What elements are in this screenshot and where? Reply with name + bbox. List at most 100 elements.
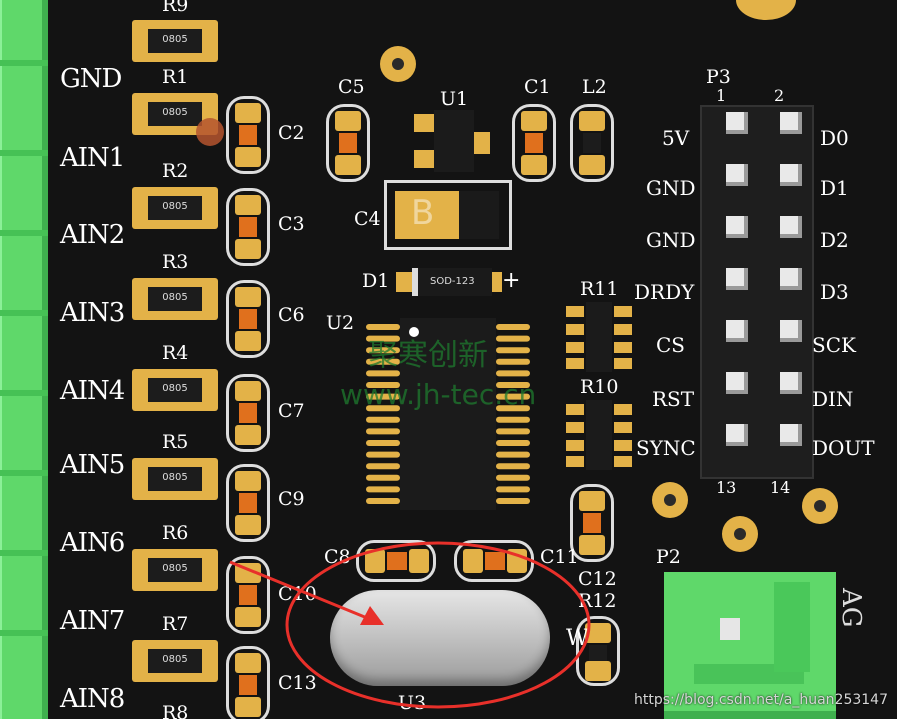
ref-r6: R6 xyxy=(162,522,189,544)
u2-leg xyxy=(496,428,530,435)
arrow-line xyxy=(229,560,373,622)
u2-leg xyxy=(496,440,530,446)
via-1 xyxy=(652,482,688,518)
u2-leg xyxy=(366,370,400,377)
u2-leg xyxy=(366,393,400,400)
via-top xyxy=(380,46,416,82)
header-pin xyxy=(726,216,748,238)
u2-leg xyxy=(496,324,530,330)
u2-leg xyxy=(496,416,530,423)
ref-p3: P3 xyxy=(706,66,731,88)
u2-leg xyxy=(366,382,400,388)
pin-label-l4: DRDY xyxy=(634,280,695,304)
u2-leg xyxy=(496,347,530,354)
ref-c1: C1 xyxy=(524,76,551,98)
u2-leg xyxy=(496,498,530,504)
u2-leg xyxy=(366,428,400,435)
header-pin xyxy=(780,424,802,446)
header-pin xyxy=(726,320,748,342)
u2-leg xyxy=(496,474,530,481)
u2-leg xyxy=(366,474,400,481)
via-3 xyxy=(802,488,838,524)
cap-c5 xyxy=(326,104,370,182)
ref-c9: C9 xyxy=(278,488,305,510)
ref-r3: R3 xyxy=(162,251,189,273)
ic-u1 xyxy=(434,110,474,172)
label-ain1: AIN1 xyxy=(60,143,125,173)
u2-leg xyxy=(496,335,530,342)
ref-c6: C6 xyxy=(278,304,305,326)
pin-label-r3: D2 xyxy=(820,228,849,252)
u2-leg xyxy=(366,405,400,412)
ref-l2: L2 xyxy=(582,76,607,98)
label-ain4: AIN4 xyxy=(60,376,125,406)
connector-p2 xyxy=(664,572,836,719)
pin-label-l5: CS xyxy=(656,333,686,357)
pin-second-label: 2 xyxy=(774,86,785,105)
d1-plus: + xyxy=(502,268,521,293)
ref-r4: R4 xyxy=(162,342,189,364)
u2-leg xyxy=(496,370,530,377)
u2-leg xyxy=(366,498,400,504)
u2-leg xyxy=(366,451,400,458)
ref-d1: D1 xyxy=(362,270,390,292)
resistor-r6: 0805 xyxy=(132,549,218,591)
ref-r2: R2 xyxy=(162,160,189,182)
header-pin xyxy=(780,372,802,394)
cap-c1 xyxy=(512,104,556,182)
header-pin xyxy=(726,112,748,134)
ref-c13: C13 xyxy=(278,672,317,694)
ref-c5: C5 xyxy=(338,76,365,98)
ref-r9: R9 xyxy=(162,0,189,16)
u2-legs xyxy=(366,318,530,510)
label-ain8: AIN8 xyxy=(60,684,125,714)
resistor-array-r11 xyxy=(566,302,632,372)
partial-ag-label: AG xyxy=(836,588,866,628)
header-pin xyxy=(726,424,748,446)
u2-leg xyxy=(496,382,530,388)
resistor-r2: 0805 xyxy=(132,187,218,229)
pin-label-r5: SCK xyxy=(812,333,856,357)
pin-label-r2: D1 xyxy=(820,176,849,200)
ref-p2: P2 xyxy=(656,546,681,568)
resistor-r5: 0805 xyxy=(132,458,218,500)
resistor-r7: 0805 xyxy=(132,640,218,682)
mount-hole-top xyxy=(736,0,796,20)
u2-leg xyxy=(366,335,400,342)
label-ain5: AIN5 xyxy=(60,450,125,480)
diode-d1: SOD-123 xyxy=(396,266,502,298)
partial-w-label: W xyxy=(566,626,589,651)
header-pin xyxy=(780,216,802,238)
label-gnd: GND xyxy=(60,64,122,94)
u2-leg xyxy=(366,358,400,365)
cap-c3 xyxy=(226,188,270,266)
u2-leg xyxy=(366,416,400,423)
ref-r12: R12 xyxy=(578,590,617,612)
pin-label-r7: DOUT xyxy=(812,436,875,460)
cap-c6 xyxy=(226,280,270,358)
ref-c7: C7 xyxy=(278,400,305,422)
watermark-url: www.jh-tec.cn xyxy=(340,378,537,411)
resistor-r4: 0805 xyxy=(132,369,218,411)
label-ain6: AIN6 xyxy=(60,528,125,558)
ref-r10: R10 xyxy=(580,376,619,398)
ref-c3: C3 xyxy=(278,213,305,235)
pin-label-l3: GND xyxy=(646,228,696,252)
pin-first-label: 1 xyxy=(716,86,727,105)
cap-c2 xyxy=(226,96,270,174)
header-pin xyxy=(780,268,802,290)
resistor-r9: 0805 xyxy=(132,20,218,62)
u2-leg xyxy=(366,347,400,354)
u2-leg xyxy=(366,324,400,330)
pin-label-l1: 5V xyxy=(662,126,690,150)
ref-r1: R1 xyxy=(162,66,189,88)
label-ain3: AIN3 xyxy=(60,298,125,328)
ref-u1: U1 xyxy=(440,88,469,110)
via-2 xyxy=(722,516,758,552)
pin-label-r6: DIN xyxy=(812,387,854,411)
pin-label-l2: GND xyxy=(646,176,696,200)
ref-r11: R11 xyxy=(580,278,619,300)
u2-leg xyxy=(496,405,530,412)
pin-label-r1: D0 xyxy=(820,126,849,150)
